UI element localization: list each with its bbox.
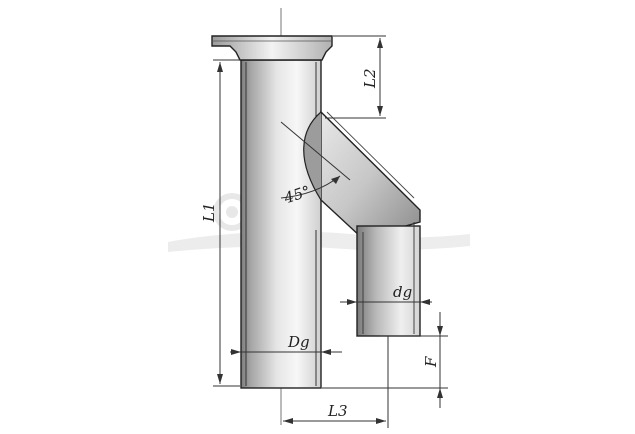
angle-marker	[280, 121, 351, 199]
flange	[211, 35, 333, 61]
label-dg-main: Dg	[287, 333, 310, 351]
dim-l2	[325, 35, 386, 119]
label-dg-branch: dg	[393, 283, 412, 301]
label-l1: L1	[200, 202, 218, 223]
main-pipe	[240, 59, 322, 389]
label-l2: L2	[361, 68, 379, 89]
branch-leg	[356, 222, 421, 337]
dim-f	[322, 312, 448, 408]
label-l3: L3	[327, 402, 348, 420]
dim-l3	[283, 336, 389, 428]
label-f: F	[422, 356, 440, 368]
diagonal-branch	[303, 110, 421, 239]
dim-dg-main	[230, 349, 342, 355]
dim-l1	[213, 59, 240, 387]
dim-dg-branch	[340, 299, 432, 305]
